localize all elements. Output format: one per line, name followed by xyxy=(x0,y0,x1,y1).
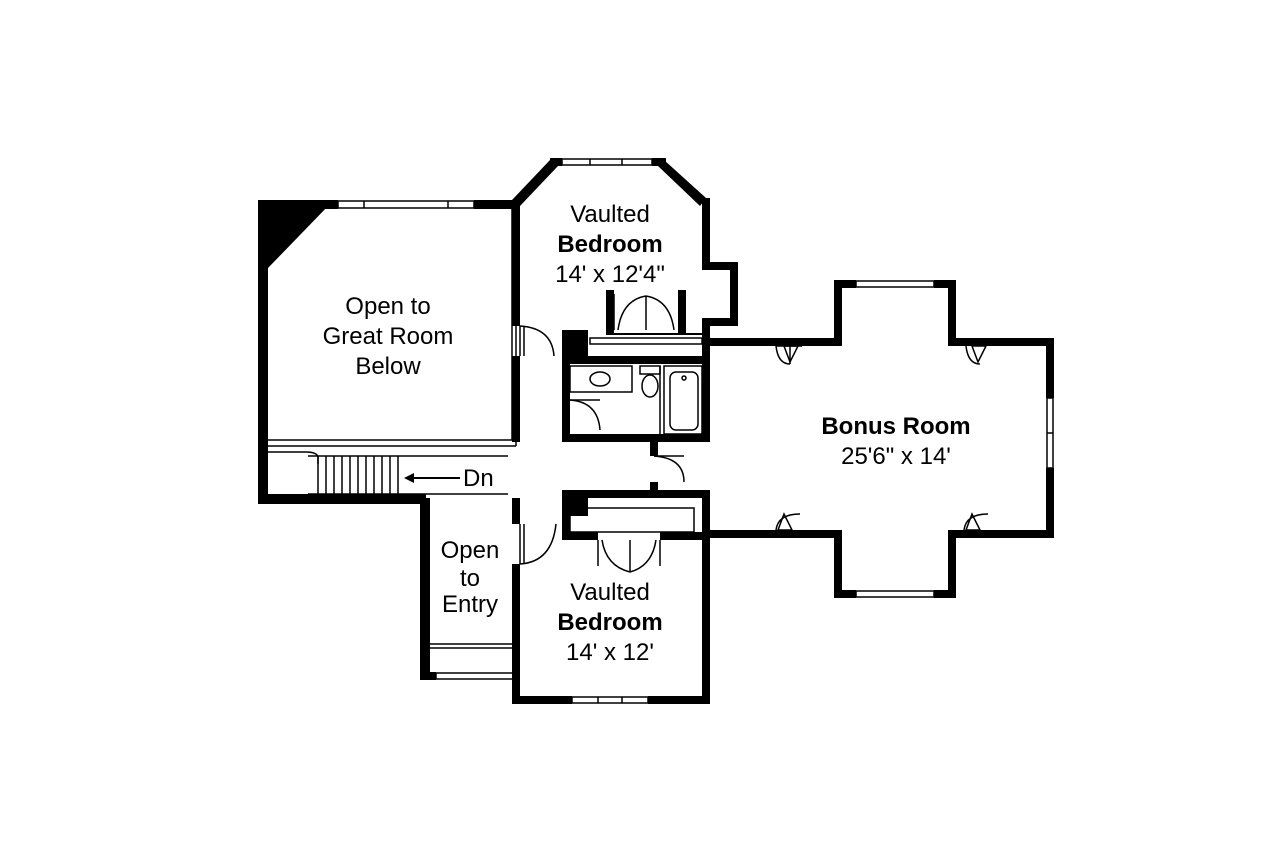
bottom-bedroom-walls xyxy=(519,490,710,573)
entry-label: Open to Entry xyxy=(441,537,500,618)
stairs-down-label: Dn xyxy=(463,465,494,492)
bottom-bedroom-label-line1: Vaulted xyxy=(570,579,650,606)
top-bedroom-walls xyxy=(512,158,738,442)
central-walls xyxy=(512,200,710,704)
bathroom xyxy=(562,330,710,442)
great-room-label-line2: Great Room xyxy=(323,323,454,350)
top-bedroom-dimensions: 14' x 12'4" xyxy=(555,261,665,288)
bottom-bedroom-dimensions: 14' x 12' xyxy=(566,639,654,666)
hall-closet xyxy=(650,442,685,498)
bonus-room-name: Bonus Room xyxy=(821,413,970,440)
stair-treads xyxy=(317,456,399,494)
top-bedroom-label: Vaulted Bedroom 14' x 12'4" xyxy=(555,201,665,288)
great-room-label-line1: Open to xyxy=(345,293,430,320)
stairs: Dn xyxy=(268,451,508,495)
great-room-label: Open to Great Room Below xyxy=(323,293,454,380)
top-bedroom-label-line2: Bedroom xyxy=(557,231,662,258)
bonus-room-walls xyxy=(706,280,1054,598)
bottom-bedroom-label: Vaulted Bedroom 14' x 12' xyxy=(557,579,662,666)
entry-label-line1: Open xyxy=(441,537,500,564)
great-room-label-line3: Below xyxy=(355,353,421,380)
entry-label-line2: to xyxy=(460,565,480,592)
bonus-room-label: Bonus Room 25'6" x 14' xyxy=(821,413,970,470)
top-bedroom-label-line1: Vaulted xyxy=(570,201,650,228)
great-room-open-area xyxy=(258,200,520,504)
bottom-bedroom-label-line2: Bedroom xyxy=(557,609,662,636)
entry-label-line3: Entry xyxy=(442,591,498,618)
bonus-room-dimensions: 25'6" x 14' xyxy=(841,443,951,470)
